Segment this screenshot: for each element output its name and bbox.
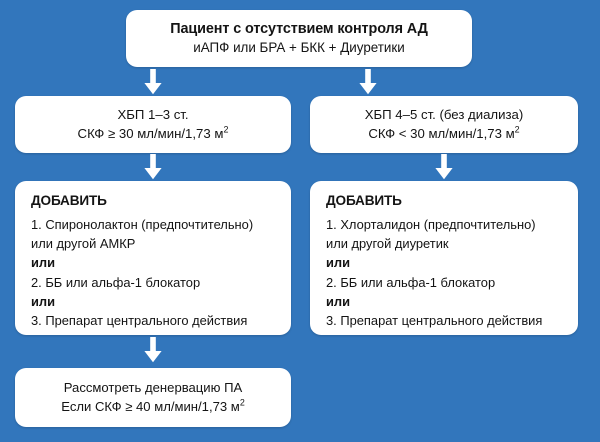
stage-line-1: ХБП 1–3 ст. [117, 106, 189, 122]
stage-line-2-text: СКФ < 30 мл/мин/1,73 м [368, 125, 515, 141]
add-line: 1. Хлорталидон (предпочтительно) [326, 216, 536, 232]
arrow-down-icon [140, 337, 166, 363]
add-line-or: или [31, 255, 56, 271]
arrow-down-icon [140, 154, 166, 180]
add-line: 2. ББ или альфа-1 блокатор [31, 274, 201, 290]
bottom-line-1: Рассмотреть денервацию ПА [63, 379, 243, 395]
add-title: ДОБАВИТЬ [31, 193, 107, 208]
node-add-ckd-1-3: ДОБАВИТЬ 1. Спиронолактон (предпочтитель… [15, 181, 291, 335]
stage-line-1: ХБП 4–5 ст. (без диализа) [364, 106, 524, 122]
add-line: или другой АМКР [31, 236, 136, 252]
stage-line-2-text: СКФ ≥ 30 мл/мин/1,73 м [77, 125, 224, 141]
stage-line-2-sup: 2 [514, 124, 520, 135]
bottom-line-2-text: Если СКФ ≥ 40 мл/мин/1,73 м [61, 398, 240, 414]
add-line: или другой диуретик [326, 236, 449, 252]
bottom-line-2-sup: 2 [239, 397, 245, 408]
node-top-patient: Пациент с отсутствием контроля АД иАПФ и… [126, 10, 472, 67]
node-stage-ckd-4-5: ХБП 4–5 ст. (без диализа) СКФ < 30 мл/ми… [310, 96, 578, 153]
node-add-ckd-4-5: ДОБАВИТЬ 1. Хлорталидон (предпочтительно… [310, 181, 578, 335]
stage-line-2-sup: 2 [223, 124, 229, 135]
node-stage-ckd-1-3: ХБП 1–3 ст. СКФ ≥ 30 мл/мин/1,73 м2 [15, 96, 291, 153]
add-line: 3. Препарат центрального действия [31, 313, 248, 329]
add-line-or: или [326, 255, 351, 271]
add-line: 3. Препарат центрального действия [326, 313, 543, 329]
add-line: 1. Спиронолактон (предпочтительно) [31, 216, 254, 232]
add-line-or: или [31, 294, 56, 310]
node-renal-denervation: Рассмотреть денервацию ПА Если СКФ ≥ 40 … [15, 368, 291, 427]
stage-line-2: СКФ ≥ 30 мл/мин/1,73 м2 [78, 125, 229, 144]
add-line: 2. ББ или альфа-1 блокатор [326, 274, 496, 290]
stage-line-2: СКФ < 30 мл/мин/1,73 м2 [368, 125, 519, 144]
top-subtitle: иАПФ или БРА + БКК + Диуретики [193, 40, 405, 56]
arrow-down-icon [140, 69, 166, 95]
arrow-down-icon [355, 69, 381, 95]
add-line-or: или [326, 294, 351, 310]
top-title: Пациент с отсутствием контроля АД [170, 21, 428, 38]
add-title: ДОБАВИТЬ [326, 193, 402, 208]
bottom-line-2: Если СКФ ≥ 40 мл/мин/1,73 м2 [61, 398, 245, 417]
arrow-down-icon [431, 154, 457, 180]
